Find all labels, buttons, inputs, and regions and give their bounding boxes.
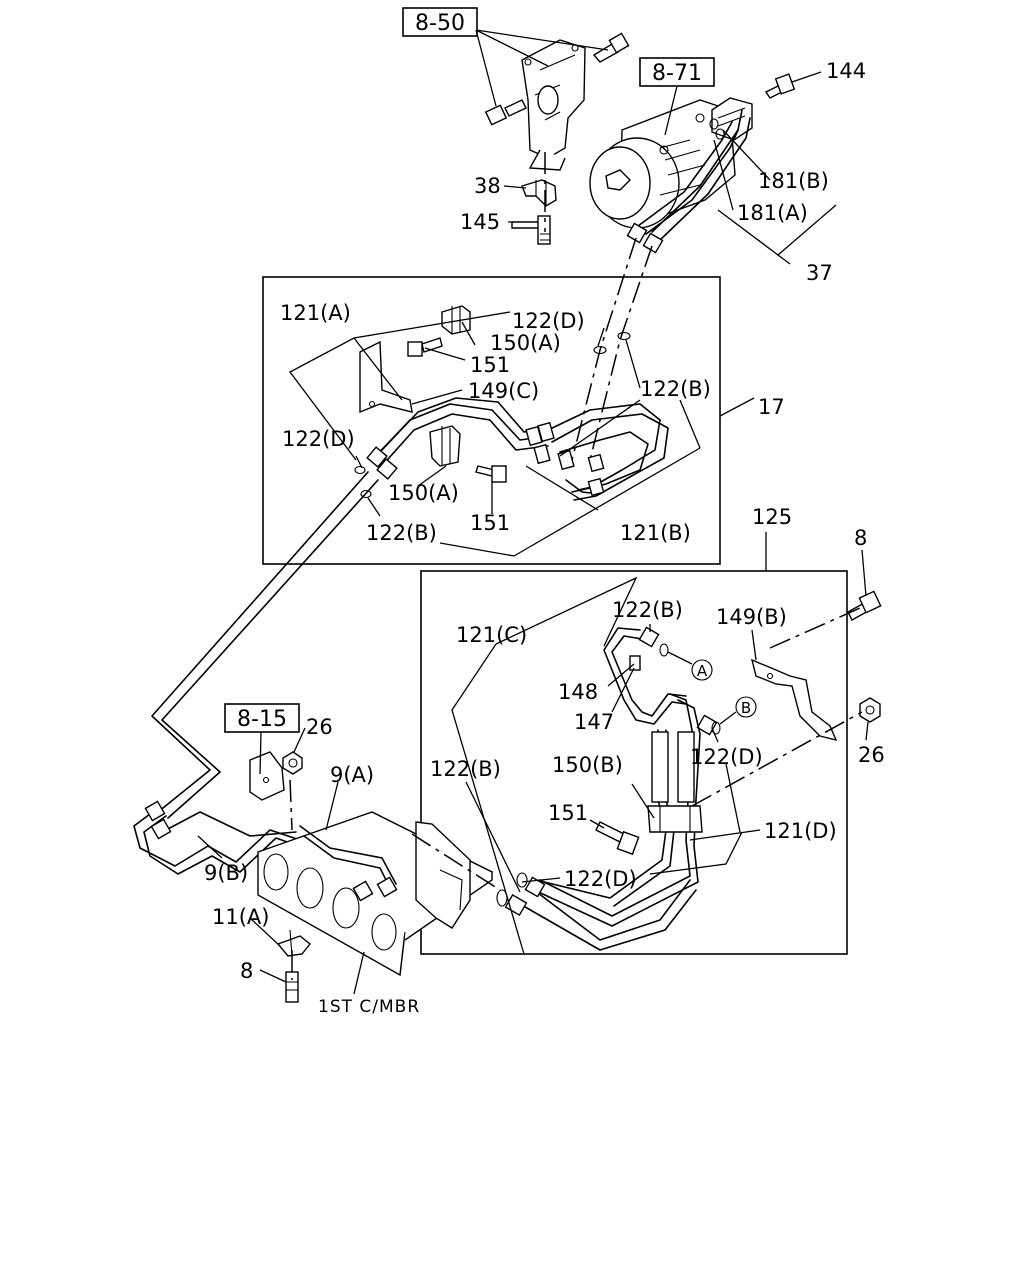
clip-150b	[647, 805, 703, 833]
marker-a-label: A	[697, 662, 708, 680]
pipe-121d	[533, 693, 701, 927]
marker-a: A	[667, 651, 713, 681]
compressor-manifold	[711, 97, 753, 141]
label-151-mid: 151	[470, 511, 510, 535]
label-147: 147	[574, 710, 614, 734]
bolt-144	[764, 73, 796, 99]
bolt-151-mid	[475, 465, 507, 483]
compressor	[589, 99, 736, 229]
label-122b-left: 122(B)	[366, 521, 437, 545]
pipe-121d-low	[496, 872, 697, 951]
ref-box-8-15	[224, 703, 300, 733]
label-121a: 121(A)	[280, 301, 351, 325]
pipe-9a	[299, 825, 398, 902]
label-122d-right: 122(D)	[690, 745, 763, 769]
bracket-149c	[359, 340, 413, 414]
label-151-low: 151	[548, 801, 588, 825]
label-181b: 181(B)	[758, 169, 829, 193]
nut-26-right	[859, 697, 881, 723]
label-150a-mid: 150(A)	[388, 481, 459, 505]
bolt-top-left	[484, 99, 527, 126]
label-8-right: 8	[854, 526, 867, 550]
hose-37	[626, 109, 751, 254]
label-122b-top: 122(B)	[640, 377, 711, 401]
group-box-17	[262, 276, 721, 565]
fitting-group-17	[366, 421, 605, 497]
label-149b: 149(B)	[716, 605, 787, 629]
label-125: 125	[752, 505, 792, 529]
label-37: 37	[806, 261, 833, 285]
label-144: 144	[826, 59, 866, 83]
pipe-9-long	[151, 471, 379, 819]
dash-line-top	[571, 237, 637, 461]
label-149c: 149(C)	[468, 379, 539, 403]
ref-box-8-71	[639, 57, 715, 87]
label-122b-low: 122(B)	[430, 757, 501, 781]
label-122d-low: 122(D)	[564, 867, 637, 891]
bolt-top-right	[592, 32, 630, 63]
bolt-145	[511, 215, 551, 245]
bracket-149b	[750, 658, 838, 742]
label-11a: 11(A)	[212, 905, 269, 929]
oring-181	[709, 118, 725, 140]
pipe-121c	[603, 627, 687, 725]
label-121d: 121(D)	[764, 819, 837, 843]
bolt-8-right	[847, 590, 882, 621]
label-122d-left: 122(D)	[282, 427, 355, 451]
label-150b: 150(B)	[552, 753, 623, 777]
dash-line-top-2	[589, 245, 653, 461]
compressor-bracket	[521, 39, 586, 171]
bolt-151-top	[407, 337, 443, 357]
pipe-9b	[133, 800, 305, 875]
dash-line-125-c	[411, 833, 501, 891]
label-150a-top: 150(A)	[490, 331, 561, 355]
label-1st-cmbr: 1ST C/MBR	[318, 997, 420, 1017]
dash-line-125-b	[691, 711, 863, 807]
label-121c: 121(C)	[456, 623, 527, 647]
label-145: 145	[460, 210, 500, 234]
label-122b-right: 122(B)	[612, 598, 683, 622]
label-38: 38	[474, 174, 501, 198]
label-26-right: 26	[858, 743, 885, 767]
marker-b-label: B	[741, 699, 751, 717]
label-122d-top: 122(D)	[512, 309, 585, 333]
clip-38	[521, 179, 557, 207]
orings-group-17	[354, 331, 631, 499]
bracket-815	[249, 751, 285, 801]
label-148: 148	[558, 680, 598, 704]
bolt-8-left	[285, 971, 299, 1003]
ref-label-8-71: 8-71	[652, 61, 702, 86]
label-17: 17	[758, 395, 785, 419]
marker-b: B	[719, 696, 757, 725]
label-8-left: 8	[240, 959, 253, 983]
ref-label-8-15: 8-15	[237, 707, 287, 732]
dash-line-125-a	[769, 607, 861, 649]
label-181a: 181(A)	[737, 201, 808, 225]
leader-lines	[197, 29, 869, 995]
fan-shroud-bracket	[415, 821, 471, 929]
clip-11a	[276, 929, 311, 957]
fitting-group-125	[629, 626, 721, 736]
nut-26-left	[282, 751, 303, 775]
label-9b: 9(B)	[204, 861, 248, 885]
group-box-125	[420, 570, 848, 955]
clip-150a-mid	[429, 425, 461, 467]
label-151-top: 151	[470, 353, 510, 377]
dash-line-bracket	[289, 779, 293, 831]
ref-label-8-50: 8-50	[415, 11, 465, 36]
label-26-left: 26	[306, 715, 333, 739]
label-9a: 9(A)	[330, 763, 374, 787]
clip-150a-top	[441, 305, 471, 335]
ref-box-8-50	[402, 7, 478, 37]
label-121b: 121(B)	[620, 521, 691, 545]
